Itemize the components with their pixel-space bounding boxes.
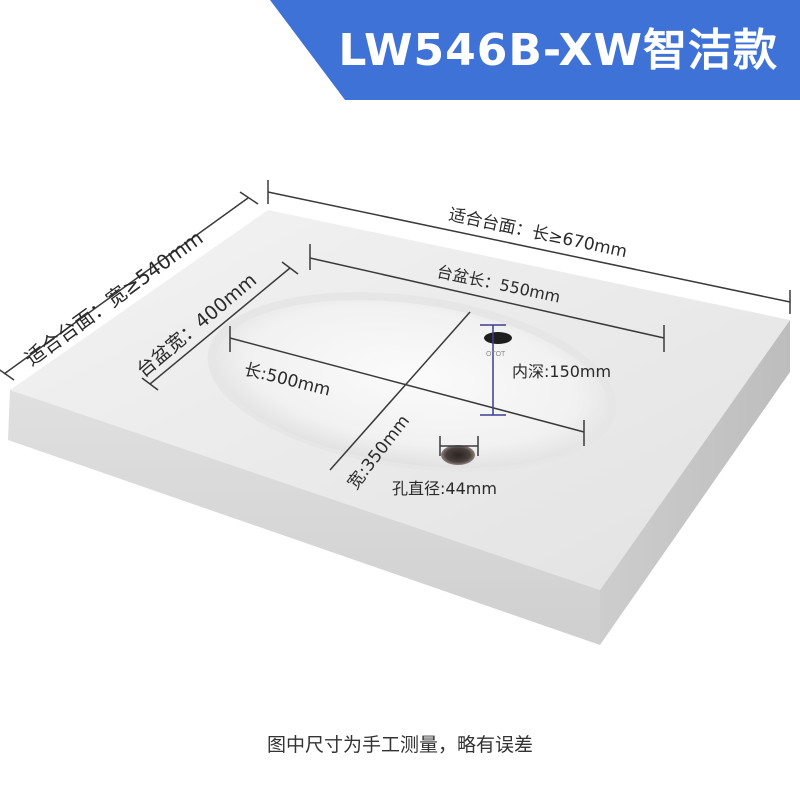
measurement-footnote: 图中尺寸为手工测量，略有误差 [266,734,533,756]
overflow-label: OTOT [486,351,506,358]
overflow-hole [484,332,512,344]
basin-width-dimension [141,261,299,391]
counter-length-dimension [267,180,791,314]
counter-width-dimension [0,191,259,381]
inner-depth-label: 内深:150mm [512,362,612,381]
basin-length-dimension [309,244,665,352]
basin-bowl [215,300,609,468]
bowl-length-dimension [229,326,585,446]
bowl-width-dimension [329,311,471,471]
hole-diameter-label: 孔直径:44mm [392,479,497,498]
title-banner-shape [270,0,800,100]
drain-hole [441,445,475,465]
countertop-front-face [8,390,600,645]
product-title: LW546B-XW智洁款 [338,25,778,76]
inner-depth-dimension [480,324,506,416]
countertop-side-face [600,320,790,645]
title-banner [270,0,800,100]
hole-diameter-dimension [439,436,479,456]
